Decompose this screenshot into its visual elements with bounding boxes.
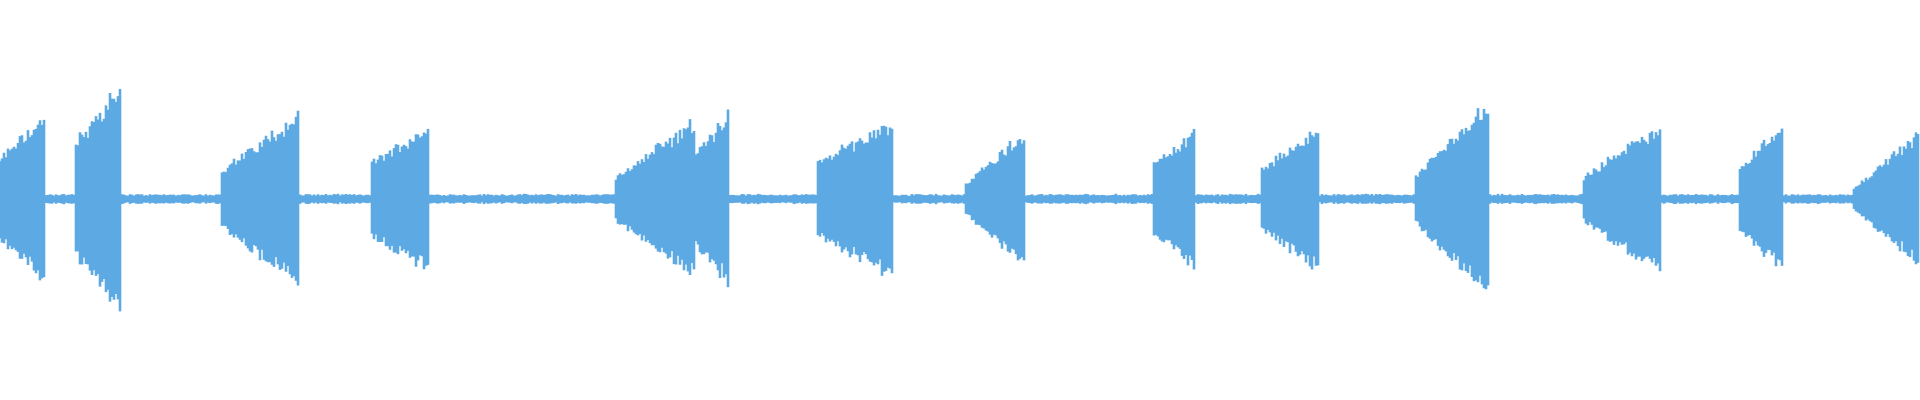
waveform-channel (0, 89, 1920, 312)
waveform-samples (0, 89, 1920, 312)
